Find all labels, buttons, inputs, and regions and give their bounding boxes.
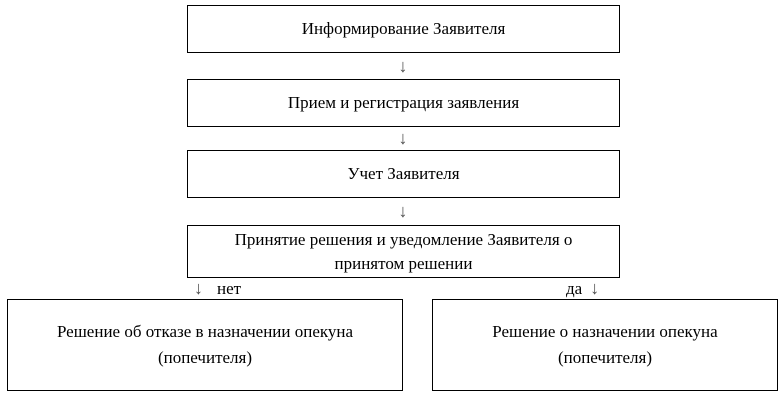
node-applicant-accounting-label: Учет Заявителя [347,164,460,183]
node-application-registration: Прием и регистрация заявления [187,79,620,127]
arrow-down-icon: ↓ [398,128,408,148]
branch-yes-label: да [566,279,583,298]
node-refusal-decision-label: Решение об отказе в назначении опекуна (… [56,322,354,367]
node-decision-notification: Принятие решения и уведомление Заявителя… [187,225,620,278]
branch-no: ↓ нет [194,278,241,299]
node-application-registration-label: Прием и регистрация заявления [287,93,520,112]
node-decision-notification-label: Принятие решения и уведомление Заявителя… [234,229,573,273]
arrow-down-icon: ↓ [398,201,408,221]
node-informing-applicant-label: Информирование Заявителя [301,19,506,38]
arrow-down-icon: ↓ [590,278,600,298]
node-informing-applicant: Информирование Заявителя [187,5,620,53]
node-appointment-decision: Решение о назначении опекуна (попечителя… [432,299,778,391]
arrow-down-icon: ↓ [398,55,408,76]
arrow-down-icon: ↓ [194,278,203,298]
branch-no-label: нет [217,279,242,298]
node-appointment-decision-label: Решение о назначении опекуна (попечителя… [492,322,718,367]
node-applicant-accounting: Учет Заявителя [187,150,620,198]
node-refusal-decision: Решение об отказе в назначении опекуна (… [7,299,403,391]
branch-yes: да ↓ [566,278,599,299]
